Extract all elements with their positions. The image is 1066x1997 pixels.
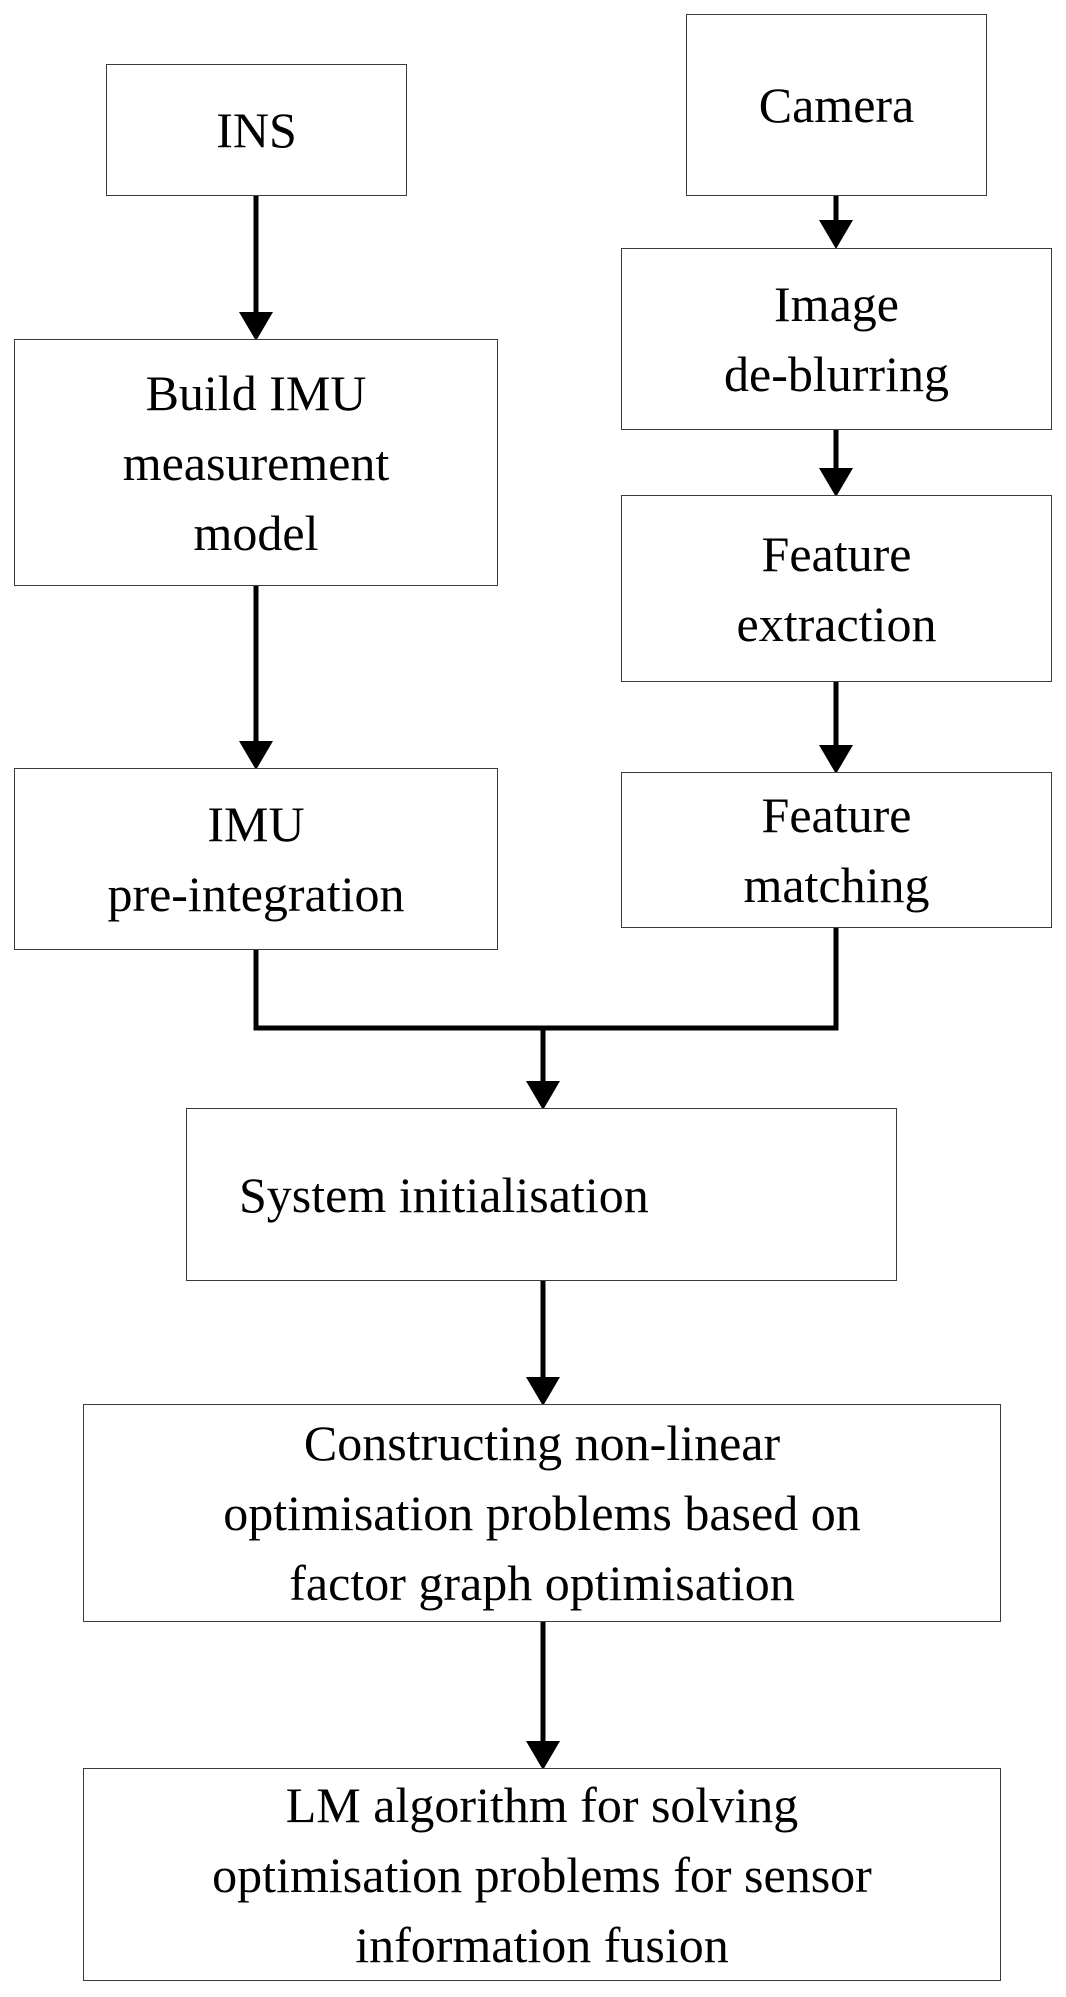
node-constructing-line-2: optimisation problems based on xyxy=(223,1485,861,1541)
node-image-deblurring: Image de-blurring xyxy=(621,248,1052,430)
node-system-init: System initialisation xyxy=(186,1108,897,1281)
arrowhead-constructing xyxy=(526,1377,560,1406)
arrowhead-build-imu xyxy=(239,312,273,341)
node-constructing-line-1: Constructing non-linear xyxy=(303,1415,781,1471)
node-lm-algorithm: LM algorithm for solving optimisation pr… xyxy=(83,1768,1001,1981)
node-imu-preintegration-line-1: IMU xyxy=(207,796,305,852)
node-build-imu: Build IMU measurement model xyxy=(14,339,498,586)
node-build-imu-line-1: Build IMU xyxy=(145,364,367,421)
node-image-deblurring-line-1: Image xyxy=(774,276,899,332)
node-camera-line-1: Camera xyxy=(758,77,915,133)
node-lm-algorithm-line-3: information fusion xyxy=(355,1916,729,1973)
node-feature-extraction-line-1: Feature xyxy=(761,525,912,582)
arrowhead-feature-extraction xyxy=(819,468,853,497)
arrowhead-image-deblurring xyxy=(819,220,853,249)
node-feature-matching-line-2: matching xyxy=(743,857,930,913)
node-build-imu-line-3: model xyxy=(193,504,319,561)
arrowhead-system-init xyxy=(526,1081,560,1110)
node-imu-preintegration: IMU pre-integration xyxy=(14,768,498,950)
arrowhead-feature-matching xyxy=(819,745,853,774)
node-lm-algorithm-line-1: LM algorithm for solving xyxy=(285,1776,799,1833)
node-feature-matching-line-1: Feature xyxy=(761,787,912,843)
arrowhead-imu-preintegration xyxy=(239,741,273,770)
node-system-init-line-1: System initialisation xyxy=(239,1166,649,1223)
node-constructing: Constructing non-linear optimisation pro… xyxy=(83,1404,1001,1622)
node-lm-algorithm-line-2: optimisation problems for sensor xyxy=(212,1846,872,1903)
node-ins: INS xyxy=(106,64,407,196)
edge-merge-to-system-init xyxy=(253,928,839,1031)
node-feature-extraction: Feature extraction xyxy=(621,495,1052,682)
node-image-deblurring-line-2: de-blurring xyxy=(724,346,949,402)
node-camera: Camera xyxy=(686,14,987,196)
node-imu-preintegration-line-2: pre-integration xyxy=(107,866,405,922)
node-feature-extraction-line-2: extraction xyxy=(736,595,937,652)
node-ins-line-1: INS xyxy=(216,102,297,158)
arrowhead-lm-algorithm xyxy=(526,1741,560,1770)
node-constructing-line-3: factor graph optimisation xyxy=(289,1555,795,1611)
node-build-imu-line-2: measurement xyxy=(122,434,390,491)
node-feature-matching: Feature matching xyxy=(621,772,1052,928)
